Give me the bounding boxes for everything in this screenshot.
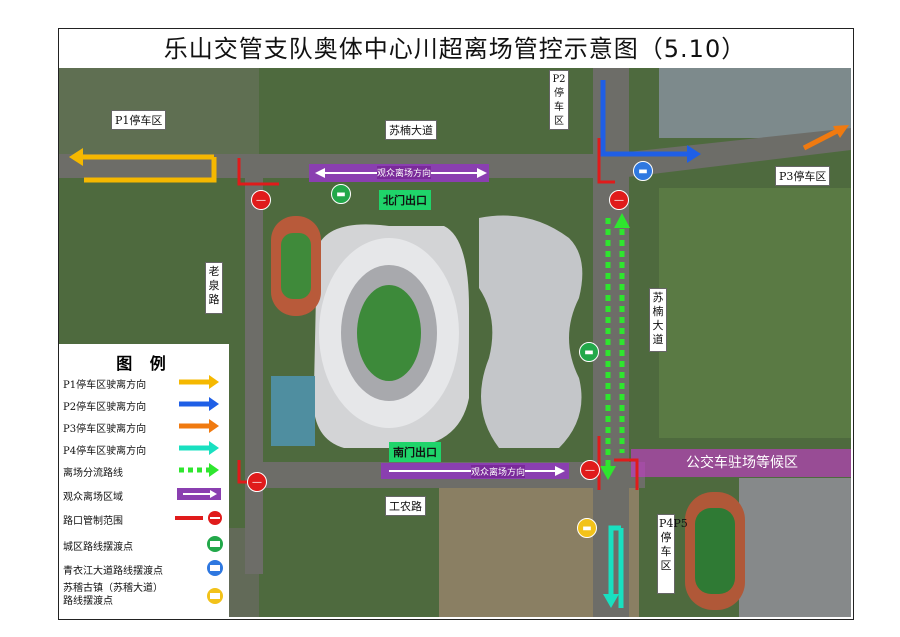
road-label-gongnong: 工农路 (385, 496, 426, 516)
blue-bus-icon (207, 560, 223, 576)
legend-label: 苏稽古镇（苏稽大道）路线摆渡点 (63, 583, 163, 607)
no-entry-icon: — (609, 190, 629, 210)
legend-label: P1停车区驶离方向 (63, 380, 147, 391)
bus-wait-label: 公交车驻场等候区 (686, 455, 798, 471)
bus-wait-zone (631, 449, 851, 477)
orange-arrow-icon (179, 419, 219, 433)
yellow-arrow-icon (179, 375, 219, 389)
p1-exit-arrowhead (69, 148, 83, 166)
stadium-pitch (357, 285, 421, 381)
legend-label: P3停车区驶离方向 (63, 424, 147, 435)
city-shuttle-bus-icon: ▬ (331, 184, 351, 204)
road-label-sunan-right: 苏楠大道 (649, 288, 667, 352)
spectator-direction-north: 观众离场方向 (377, 166, 432, 179)
legend-label: 离场分流路线 (63, 468, 123, 479)
p45-parking-label: P4P5停车区 (657, 514, 688, 594)
page-title: 乐山交管支队奥体中心川超离场管控示意图（5.10） (163, 35, 747, 63)
legend-item-p4: P4停车区驶离方向 (63, 438, 227, 458)
cyan-arrow-icon (179, 441, 219, 455)
spectator-arrowhead-north-right (477, 168, 487, 178)
p1-parking-label: P1停车区 (111, 110, 167, 130)
legend-item-suji-shuttle: 苏稽古镇（苏稽大道）路线摆渡点 (63, 582, 227, 614)
suji-shuttle-bus-icon: ▬ (577, 518, 597, 538)
road-laoquan (245, 154, 263, 574)
city-shuttle-bus-icon: ▬ (579, 342, 599, 362)
control-line-ne (597, 138, 615, 184)
spectator-direction-south: 观众离场方向 (471, 465, 526, 478)
control-line-se (597, 436, 639, 490)
legend-label: 青衣江大道路线摆渡点 (63, 566, 163, 577)
spectator-arrowhead-south (555, 466, 565, 476)
legend-item-spectator: 观众离场区域 (63, 484, 227, 504)
campus-buildings (659, 68, 851, 138)
control-line-nw (237, 158, 279, 186)
p2-exit-arrowhead (687, 145, 701, 163)
legend: 图 例 P1停车区驶离方向 P2停车区驶离方向 P3停车区驶离方向 P4停车区驶… (59, 344, 229, 617)
south-exit-label: 南门出口 (389, 442, 441, 462)
field-se (695, 508, 735, 594)
legend-item-city-shuttle: 城区路线摆渡点 (63, 534, 227, 554)
p2-exit-route (600, 80, 689, 157)
legend-item-diversion: 离场分流路线 (63, 460, 227, 480)
blue-arrow-icon (179, 397, 219, 411)
legend-label: 城区路线摆渡点 (63, 542, 133, 553)
legend-item-p3: P3停车区驶离方向 (63, 416, 227, 436)
no-entry-icon: — (251, 190, 271, 210)
green-bus-icon (207, 536, 223, 552)
training-field (281, 233, 311, 299)
road-label-sunan-top: 苏楠大道 (385, 120, 437, 140)
north-exit-label: 北门出口 (379, 190, 431, 210)
road-label-laoquan: 老泉路 (205, 262, 223, 314)
p1-exit-route (84, 157, 217, 183)
legend-label: P2停车区驶离方向 (63, 402, 147, 413)
legend-label: 观众离场区域 (63, 492, 123, 503)
no-entry-icon: — (580, 460, 600, 480)
legend-item-qingyijiang-shuttle: 青衣江大道路线摆渡点 (63, 558, 227, 578)
arena-roof (479, 215, 583, 448)
p3-exit-arrowhead (833, 125, 849, 138)
spectator-arrowhead-north-left (315, 168, 325, 178)
p4-exit-arrowhead (603, 594, 619, 608)
farmland-east (659, 188, 851, 438)
qingyijiang-shuttle-bus-icon: ▬ (633, 161, 653, 181)
p3-parking-label: P3停车区 (775, 166, 831, 186)
legend-item-p2: P2停车区驶离方向 (63, 394, 227, 414)
road-sunan-top-east (609, 128, 851, 178)
legend-label: P4停车区驶离方向 (63, 446, 147, 457)
diversion-arrowhead-up (614, 213, 630, 228)
legend-item-control: 路口管制范围 (63, 508, 227, 528)
diversion-arrowhead-down (600, 466, 616, 480)
yellow-bus-icon (207, 588, 223, 604)
green-dashed-arrow-icon (179, 463, 219, 477)
purple-bar-icon (177, 488, 221, 500)
p4-exit-route (608, 525, 624, 608)
legend-title: 图 例 (116, 354, 172, 373)
p2-parking-label: P2停车区 (549, 70, 569, 130)
p3-exit-arrow-line (802, 127, 841, 151)
legend-item-p1: P1停车区驶离方向 (63, 372, 227, 392)
tennis-courts (271, 376, 315, 446)
red-line-no-entry-icon (175, 511, 222, 525)
no-entry-icon: — (247, 472, 267, 492)
legend-label: 路口管制范围 (63, 516, 123, 527)
buildings-se (739, 478, 851, 617)
